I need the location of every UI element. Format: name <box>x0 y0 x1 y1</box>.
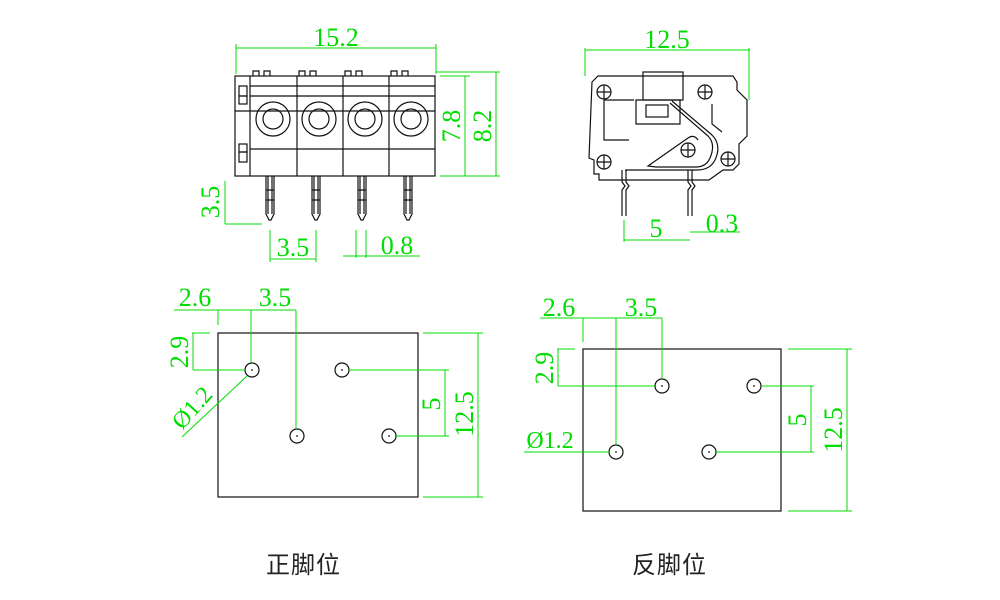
side-view: 12.5 5 0.3 <box>584 25 750 243</box>
side-pin-left <box>621 170 630 216</box>
reverse-offset-x-label: 2.6 <box>543 293 576 322</box>
front-body <box>234 75 436 177</box>
footprint-reverse-dimensions: 2.6 3.5 2.9 Ø1.2 5 12.5 <box>524 293 852 512</box>
screw-holes <box>596 84 736 170</box>
normal-pitch-label: 3.5 <box>259 283 292 312</box>
side-width-label: 12.5 <box>644 25 690 54</box>
wire-entries <box>255 101 429 137</box>
reverse-row-spacing-label: 5 <box>783 414 812 427</box>
reverse-pitch-label: 3.5 <box>625 293 658 322</box>
side-pin-spacing-label: 5 <box>650 214 663 243</box>
pin-length-label: 3.5 <box>196 186 225 219</box>
footprint-reverse-holes <box>608 378 762 460</box>
top-tabs <box>252 70 409 76</box>
normal-hole-label: Ø1.2 <box>167 382 218 435</box>
caption-reverse-pinout: 反脚位 <box>632 551 707 579</box>
footprint-normal-holes <box>244 362 397 444</box>
side-pin-thickness-label: 0.3 <box>706 209 739 238</box>
footprint-reverse-outline <box>582 348 782 512</box>
footprint-normal-dimensions: 2.6 3.5 2.9 Ø1.2 5 12.5 <box>165 283 483 498</box>
spring-clip <box>646 102 714 168</box>
pitch-label: 3.5 <box>277 233 310 262</box>
reverse-depth-label: 12.5 <box>819 407 848 453</box>
pin-width-label: 0.8 <box>381 231 414 260</box>
side-pin-right <box>687 170 696 216</box>
footprint-normal: 2.6 3.5 2.9 Ø1.2 5 12.5 <box>165 283 483 498</box>
pins <box>265 176 413 221</box>
front-width-label: 15.2 <box>313 23 359 52</box>
caption-normal-pinout: 正脚位 <box>266 551 341 579</box>
footprint-normal-outline <box>217 332 419 498</box>
normal-offset-x-label: 2.6 <box>179 283 212 312</box>
side-dimensions: 12.5 5 0.3 <box>584 25 750 243</box>
front-view: 15.2 7.8 8.2 3.5 3.5 0.8 <box>196 23 500 262</box>
front-dimensions: 15.2 7.8 8.2 3.5 3.5 0.8 <box>196 23 500 262</box>
normal-row-spacing-label: 5 <box>417 398 446 411</box>
reverse-offset-y-label: 2.9 <box>530 352 559 385</box>
normal-depth-label: 12.5 <box>450 391 479 437</box>
reverse-hole-label: Ø1.2 <box>526 428 573 454</box>
footprint-reverse: 2.6 3.5 2.9 Ø1.2 5 12.5 <box>524 293 852 512</box>
side-body <box>588 75 748 181</box>
front-total-height-label: 8.2 <box>468 110 497 143</box>
normal-offset-y-label: 2.9 <box>165 336 194 369</box>
front-body-height-label: 7.8 <box>437 110 466 143</box>
